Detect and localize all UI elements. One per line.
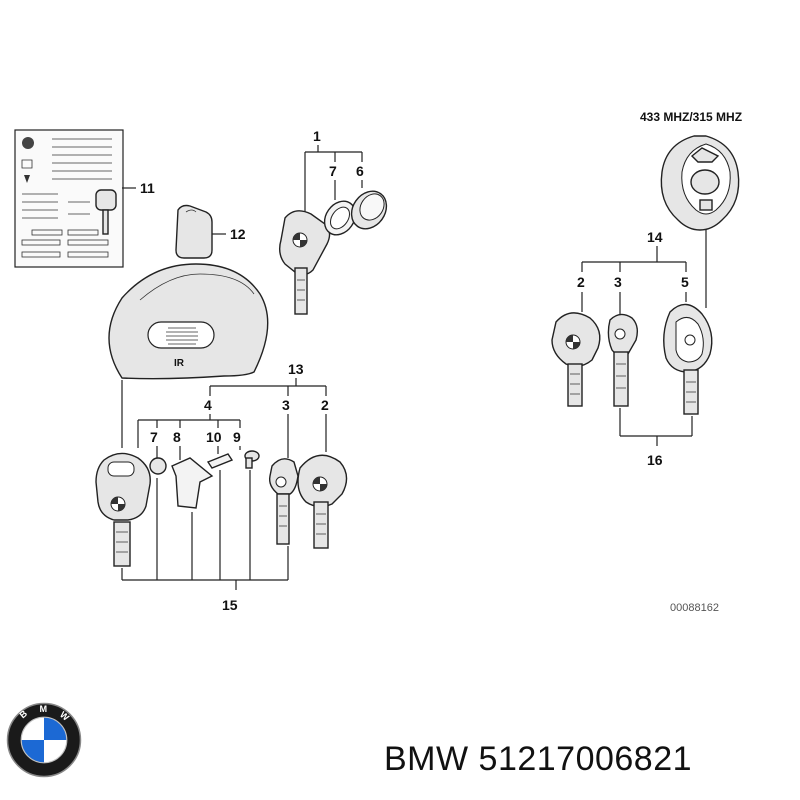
ir-label: IR bbox=[174, 358, 185, 369]
document-number: 00088162 bbox=[670, 602, 719, 614]
callout-10: 10 bbox=[206, 429, 222, 445]
key-cover-part bbox=[175, 204, 213, 259]
callout-5: 5 bbox=[681, 274, 689, 290]
cap-part bbox=[350, 190, 388, 230]
owner-document-card bbox=[14, 129, 124, 268]
callout-9: 9 bbox=[233, 429, 241, 445]
callout-2-right: 2 bbox=[577, 274, 585, 290]
ir-remote-housing: IR bbox=[108, 263, 269, 380]
bmw-logo: B M W bbox=[6, 702, 82, 778]
callout-6-top: 6 bbox=[356, 163, 364, 179]
ring-seal-part bbox=[323, 200, 357, 236]
key-5-right-part bbox=[663, 303, 713, 415]
large-key-part bbox=[95, 452, 151, 567]
callout-11: 11 bbox=[140, 180, 155, 196]
callout-15: 15 bbox=[222, 597, 238, 613]
callout-16: 16 bbox=[647, 452, 663, 468]
remote-key-housing bbox=[660, 135, 740, 231]
key-3-left-part bbox=[268, 458, 299, 545]
key-2-left-part bbox=[297, 454, 348, 549]
callout-13: 13 bbox=[288, 361, 304, 377]
callout-12: 12 bbox=[230, 226, 246, 242]
frequency-label: 433 MHZ/315 MHZ bbox=[640, 110, 742, 124]
bracket-part bbox=[171, 457, 214, 509]
callout-3-left: 3 bbox=[282, 397, 290, 413]
callout-4: 4 bbox=[204, 397, 212, 413]
screw-part bbox=[244, 450, 260, 469]
key-3-right-part bbox=[607, 313, 639, 407]
key-head-part bbox=[278, 210, 331, 315]
callout-3-right: 3 bbox=[614, 274, 622, 290]
svg-text:M: M bbox=[39, 704, 47, 714]
callout-7-top: 7 bbox=[329, 163, 337, 179]
callout-2-left: 2 bbox=[321, 397, 329, 413]
plate-part bbox=[206, 453, 234, 469]
part-number-caption: BMW 51217006821 bbox=[384, 740, 693, 778]
key-2-right-part bbox=[551, 312, 601, 407]
callout-7-mid: 7 bbox=[150, 429, 158, 445]
callout-8: 8 bbox=[173, 429, 181, 445]
plug-part bbox=[149, 457, 167, 475]
callout-1: 1 bbox=[313, 128, 321, 144]
svg-text:B: B bbox=[18, 708, 30, 720]
callout-14: 14 bbox=[647, 229, 663, 245]
